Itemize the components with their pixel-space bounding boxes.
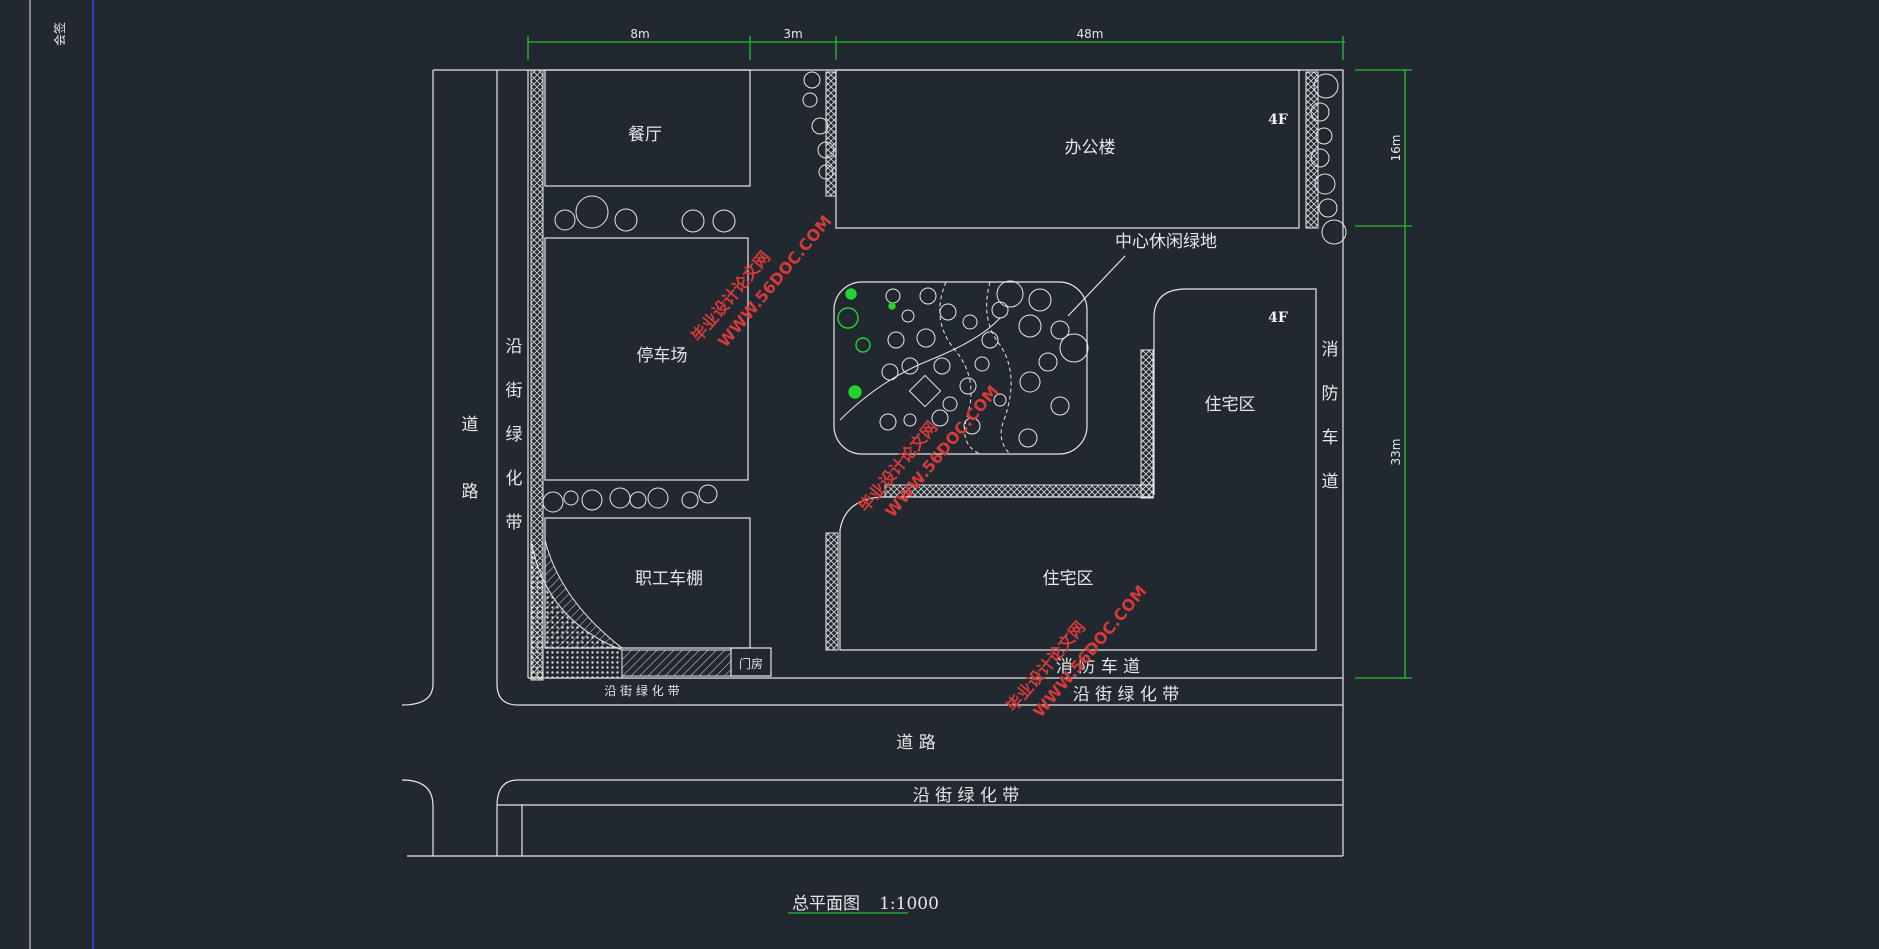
parking-label: 停车场 <box>637 346 688 366</box>
office-label: 办公楼 <box>1065 138 1116 158</box>
street-green-vertical-label: 沿 街 绿 化 带 <box>506 337 523 533</box>
residential-outline <box>839 288 1317 651</box>
fire-lane-vertical-label: 消 防 车 道 <box>1322 340 1339 492</box>
west-road-edge-left <box>401 70 434 706</box>
drawing-title: 总平面图 <box>792 894 860 914</box>
hedge-strips <box>530 69 1319 681</box>
svg-text:街: 街 <box>506 381 523 401</box>
residential-north-label: 住宅区 <box>1205 395 1256 415</box>
svg-text:绿: 绿 <box>506 425 523 445</box>
residential-floors-label: 4F <box>1268 310 1288 326</box>
svg-text:车: 车 <box>1322 428 1339 448</box>
sw-road-curb <box>401 779 434 856</box>
svg-text:道: 道 <box>462 415 479 435</box>
residential-south-label: 住宅区 <box>1043 569 1094 589</box>
gate-house-label: 门房 <box>739 656 763 671</box>
tree-symbols <box>542 71 1347 513</box>
central-green-outline <box>833 281 1088 455</box>
parking-area <box>544 237 749 481</box>
fire-lane-south-label: 消 防 车 道 <box>1056 657 1140 677</box>
plan-linework <box>401 69 1344 857</box>
svg-text:消: 消 <box>1322 340 1339 360</box>
staff-shed-label: 职工车棚 <box>635 569 703 589</box>
central-green-leader <box>1067 255 1126 317</box>
restaurant-label: 餐厅 <box>628 125 662 145</box>
restaurant-building <box>544 69 751 187</box>
road-vertical-label: 道 路 <box>462 415 479 502</box>
dimension-restaurant-width: 8m <box>630 27 649 41</box>
office-floors-label: 4F <box>1268 112 1288 128</box>
dimension-office-width: 48m <box>1077 27 1104 41</box>
street-green-far-label: 沿 街 绿 化 带 <box>913 786 1020 806</box>
svg-text:带: 带 <box>506 513 523 533</box>
drawing-scale: 1:1000 <box>879 894 939 914</box>
svg-text:防: 防 <box>1322 384 1339 404</box>
street-green-south-label: 沿 街 绿 化 带 <box>1073 685 1180 705</box>
svg-text:沿: 沿 <box>506 337 523 357</box>
svg-text:道: 道 <box>1322 472 1339 492</box>
svg-text:路: 路 <box>462 482 479 502</box>
street-green-inner-label: 沿 街 绿 化 带 <box>604 683 679 698</box>
svg-text:化: 化 <box>506 469 523 489</box>
dimension-office-depth: 16m <box>1389 135 1403 162</box>
watermark-1: 毕业设计论文网 WWW.56DOC.COM <box>688 212 836 351</box>
dimension-residential-depth: 33m <box>1389 439 1403 466</box>
watermark-3: 毕业设计论文网 WWW.56DOC.COM <box>1003 582 1151 721</box>
dimension-gap-width: 3m <box>783 27 802 41</box>
south-road-label: 道 路 <box>896 733 935 753</box>
dimension-lines <box>527 36 1412 914</box>
central-green-label: 中心休闲绿地 <box>1115 232 1217 252</box>
watermark-2: 毕业设计论文网 WWW.56DOC.COM <box>855 382 1003 521</box>
se-road-curb <box>496 779 519 856</box>
site-boundary <box>433 69 1344 678</box>
highlight-tree-symbols <box>837 288 896 399</box>
west-road-edge-right <box>496 70 1343 706</box>
countersign-label: 会签 <box>52 22 67 46</box>
